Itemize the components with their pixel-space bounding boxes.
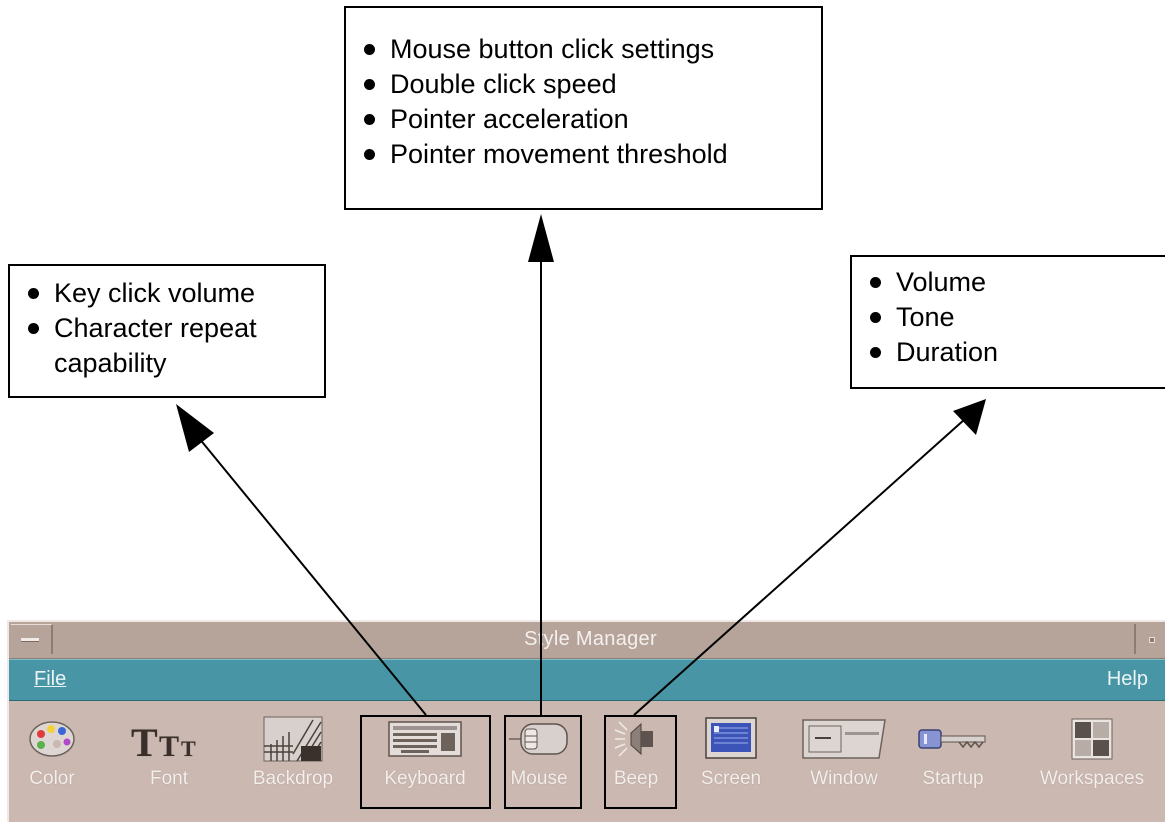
minimize-button[interactable] [1134,624,1165,654]
speaker-icon [614,721,653,757]
beep-arrowhead [953,399,986,435]
beep-settings-callout: Volume Tone Duration [850,255,1165,389]
mouse-highlight-box [504,715,582,809]
keyboard-settings-callout: Key click volume Character repeat capabi… [8,264,326,398]
beep-label: Beep [613,768,659,789]
backdrop-label: Backdrop [252,768,334,789]
help-menu[interactable]: Help [1106,668,1148,690]
callout-item: Double click speed [354,67,821,102]
font-icon: T T T [131,720,196,762]
callout-item: Duration [860,335,1165,370]
keyboard-arrowhead [176,404,214,452]
workspaces-label: Workspaces [1039,768,1145,789]
minimize-icon [1149,637,1155,643]
callout-item: Pointer movement threshold [354,137,821,172]
screen-label: Screen [700,768,762,789]
file-menu[interactable]: File [34,668,67,690]
workspaces-button[interactable]: Workspaces [1027,716,1157,790]
callout-item: Tone [860,300,1165,335]
callout-item: Pointer acceleration [354,102,821,137]
style-toolbar: Color T T T Font [9,702,1165,802]
key-icon [918,729,986,749]
keyboard-highlight-box [360,715,491,809]
mouse-settings-callout: Mouse button click settings Double click… [344,6,823,210]
backdrop-icon [263,716,323,762]
keyboard-arrow-line [193,431,427,716]
window-label: Window [810,768,878,789]
mouse-button[interactable]: Mouse [506,716,572,790]
title-bar[interactable]: Style Manager [9,622,1165,659]
callout-item: Character repeat capability [18,311,324,381]
mouse-arrowhead [528,214,554,262]
callout-item: Mouse button click settings [354,32,821,67]
beep-arrow-line [633,418,966,716]
svg-text:T: T [159,730,179,762]
workspaces-icon [1071,718,1113,760]
backdrop-button[interactable]: Backdrop [241,716,345,790]
color-label: Color [29,768,75,789]
color-button[interactable]: Color [19,716,85,790]
window-icon [802,719,886,759]
palette-icon [29,721,75,757]
startup-label: Startup [922,768,984,789]
monitor-icon [705,717,757,759]
window-menu-icon [21,638,39,642]
menu-bar: File Help [9,659,1165,701]
window-title: Style Manager [524,628,657,650]
beep-highlight-box [604,715,677,809]
style-manager-window: Style Manager File Help Color T T T [7,620,1165,822]
keyboard-button[interactable]: Keyboard [366,716,484,790]
screen-button[interactable]: Screen [692,716,770,790]
window-button[interactable]: Window [799,716,889,790]
svg-text:T: T [181,736,196,761]
callout-item: Volume [860,265,1165,300]
font-button[interactable]: T T T Font [129,716,209,790]
startup-button[interactable]: Startup [915,716,991,790]
font-label: Font [149,768,189,789]
svg-text:T: T [131,720,158,762]
keyboard-icon [388,721,462,757]
window-menu-button[interactable] [11,624,53,654]
keyboard-label: Keyboard [384,768,466,789]
mouse-icon [509,723,568,755]
mouse-label: Mouse [510,768,568,789]
callout-item: Key click volume [18,276,324,311]
beep-button[interactable]: Beep [607,716,665,790]
